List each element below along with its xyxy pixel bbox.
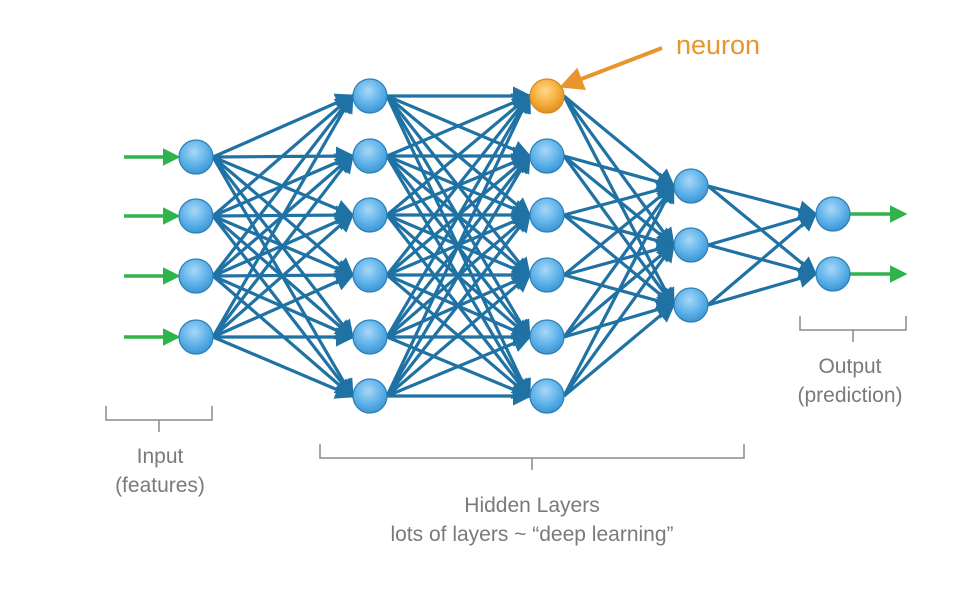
- connection-edge: [707, 269, 819, 307]
- connection-edge: [562, 94, 676, 189]
- connection-edge: [385, 272, 532, 398]
- input-label-title: Input: [136, 445, 184, 468]
- neuron-hidden-1: [352, 319, 388, 355]
- connection-edge: [211, 93, 354, 338]
- neuron-hidden-1: [352, 78, 388, 114]
- neuron-hidden-2: [529, 378, 565, 414]
- connection-edge: [385, 93, 531, 276]
- neuron-input: [178, 319, 214, 355]
- neuron-callout-arrow: [559, 46, 663, 91]
- connection-edge: [386, 93, 532, 158]
- neuron-hidden-3: [673, 168, 709, 204]
- input-bracket: [105, 406, 213, 432]
- connection-edge: [562, 183, 676, 277]
- neuron-hidden-3: [673, 227, 709, 263]
- output-label-title: Output: [818, 355, 882, 378]
- hidden-label-subtitle: lots of layers ~ “deep learning”: [390, 523, 674, 546]
- neuron-hidden-1: [352, 197, 388, 233]
- connection-edge: [386, 334, 532, 398]
- neuron-hidden-2: [529, 257, 565, 293]
- connection-edge: [385, 212, 531, 397]
- neuron-input: [178, 198, 214, 234]
- neuron-hidden-1: [352, 138, 388, 174]
- hidden-layers-label: Hidden Layers lots of layers ~ “deep lea…: [300, 491, 764, 549]
- hidden-label-title: Hidden Layers: [464, 494, 600, 517]
- connection-edge: [385, 93, 532, 217]
- connections: [211, 86, 819, 406]
- neuron-input: [178, 258, 214, 294]
- connection-edge: [706, 211, 818, 307]
- connection-edge: [385, 93, 531, 397]
- connection-edge: [212, 93, 355, 159]
- neuron-hidden-2: [529, 319, 565, 355]
- connection-edge: [212, 335, 355, 399]
- neurons: [178, 78, 851, 414]
- connection-edge: [212, 272, 355, 339]
- output-bracket: [799, 316, 907, 342]
- connection-edge: [562, 183, 675, 397]
- connection-edge: [211, 93, 354, 277]
- neuron-output: [815, 196, 851, 232]
- neuron-input: [178, 139, 214, 175]
- hidden-bracket: [319, 444, 745, 470]
- highlighted-neuron: [529, 78, 565, 114]
- connection-edge: [211, 212, 355, 339]
- connection-edge: [385, 93, 531, 338]
- connection-edge: [562, 183, 675, 338]
- brackets: [105, 316, 907, 470]
- input-label: Input (features): [90, 442, 230, 500]
- connection-edge: [385, 153, 531, 397]
- neuron-output: [815, 256, 851, 292]
- connection-edge: [563, 154, 677, 192]
- neuron-hidden-2: [529, 138, 565, 174]
- neuron-hidden-2: [529, 197, 565, 233]
- neuron-hidden-3: [673, 287, 709, 323]
- neuron-hidden-1: [352, 378, 388, 414]
- neuron-callout-label: neuron: [676, 30, 761, 60]
- output-label-subtitle: (prediction): [797, 384, 903, 407]
- input-label-subtitle: (features): [115, 474, 205, 497]
- neuron-hidden-1: [352, 257, 388, 293]
- connection-edge: [562, 242, 675, 397]
- connection-edge: [211, 153, 354, 338]
- io-arrows: [124, 148, 908, 346]
- connection-edge: [211, 93, 355, 218]
- connection-edge: [562, 302, 676, 398]
- output-label: Output (prediction): [780, 352, 920, 410]
